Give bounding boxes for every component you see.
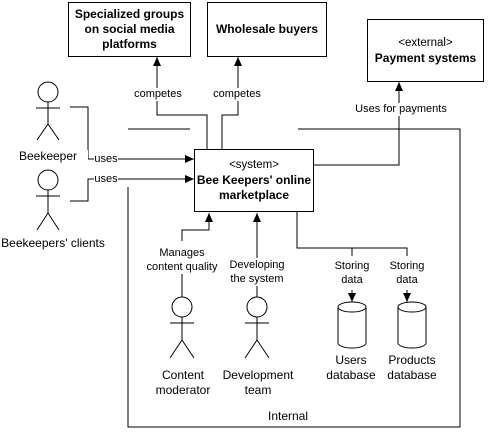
social-groups-node: Specialized groups on social media platf… [68, 2, 191, 57]
clients-label: Beekeepers' clients [0, 236, 106, 250]
edge-uses-payments [314, 82, 403, 166]
edge-label-competes-1: competes [133, 88, 183, 101]
edge-competes-wholesale [221, 57, 242, 150]
products-db-label: Products database [381, 353, 443, 383]
moderator-label: Content moderator [150, 368, 216, 398]
payment-stereotype: <external> [398, 36, 453, 49]
wholesale-node: Wholesale buyers [207, 2, 327, 57]
dev-team-label: Development team [218, 368, 298, 398]
payment-node: <external> Payment systems [367, 19, 484, 82]
edge-label-storing-1: Storing data [330, 259, 374, 287]
beekeeper-actor-icon [36, 81, 60, 141]
edge-storing-users [296, 212, 352, 302]
beekeeper-label: Beekeeper [8, 150, 88, 163]
edge-label-uses-2: uses [94, 173, 118, 186]
edge-competes-social [153, 57, 208, 150]
dev-team-actor-icon [244, 296, 270, 359]
edge-label-uses-payments: Uses for payments [352, 103, 450, 116]
internal-boundary [127, 128, 461, 428]
clients-actor-icon [36, 169, 60, 231]
edge-manages [181, 213, 209, 297]
users-db-label: Users database [322, 353, 380, 383]
system-stereotype: <system> [229, 159, 279, 171]
edge-beekeeper-uses [70, 106, 194, 163]
system-node: <system> Bee Keepers' online marketplace [194, 149, 314, 212]
moderator-actor-icon [169, 296, 195, 359]
products-database-icon [397, 301, 427, 349]
social-groups-label: Specialized groups on social media platf… [74, 7, 185, 51]
users-database-icon [337, 301, 367, 349]
edge-label-uses-1: uses [94, 153, 118, 166]
edge-label-storing-2: Storing data [385, 259, 429, 287]
edge-label-manages: Manages content quality [144, 246, 220, 274]
payment-label: Payment systems [374, 50, 477, 65]
edge-label-competes-2: competes [212, 88, 262, 101]
edge-storing-products [297, 247, 407, 302]
boundary-label: Internal [258, 410, 318, 423]
edge-label-developing: Developing the system [228, 258, 286, 286]
wholesale-label: Wholesale buyers [215, 22, 319, 36]
edge-clients-uses [70, 175, 194, 202]
system-label: Bee Keepers' online marketplace [196, 173, 312, 202]
